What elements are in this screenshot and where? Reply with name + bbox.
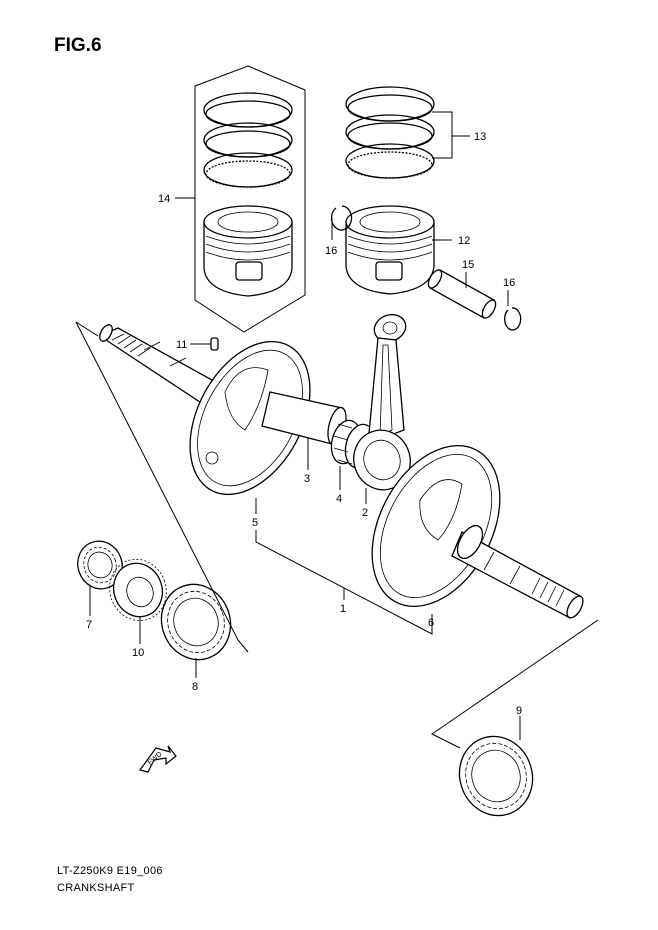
piston-12-grooves <box>347 235 433 261</box>
group-bracket-14 <box>194 65 306 333</box>
piston-12-pin-boss <box>375 261 403 281</box>
figure-code: LT-Z250K9 E19_006 <box>57 865 163 877</box>
right-shaft-threads <box>531 577 565 607</box>
piston-ring-13a-inner <box>347 94 433 122</box>
piston-ring-grooves <box>205 235 291 261</box>
left-shaft-end <box>99 324 113 342</box>
piston-ring-13a <box>345 86 435 122</box>
piston-ring-second-inner <box>205 130 291 158</box>
callout-10: 10 <box>132 647 144 659</box>
callout-15: 15 <box>462 259 474 271</box>
piston-body <box>203 221 293 297</box>
callout-labels: 1 2 3 4 5 6 7 8 9 10 11 12 13 14 15 16 1… <box>86 131 522 717</box>
callout-13: 13 <box>474 131 486 143</box>
callout-8: 8 <box>192 681 198 693</box>
callout-9: 9 <box>516 705 522 717</box>
bearing-8 <box>160 583 232 661</box>
crank-web-left <box>189 340 311 496</box>
bearing-7 <box>77 540 123 590</box>
piston-pin-boss <box>235 261 263 281</box>
callout-4: 4 <box>336 493 342 505</box>
piston-pin <box>427 269 497 319</box>
piston-crown-dish <box>217 211 279 233</box>
left-shaft-splines <box>111 333 151 357</box>
callout-5: 5 <box>252 517 258 529</box>
conrod-beam-channel <box>379 344 393 437</box>
bearing-9 <box>458 735 534 817</box>
leader-lines <box>75 111 599 749</box>
crankshaft-left-half <box>98 324 347 496</box>
piston-ring-13c-expander <box>347 151 433 179</box>
crankshaft-right-half <box>371 444 584 619</box>
piston-12-crown-dish <box>359 211 421 233</box>
connecting-rod <box>353 313 411 491</box>
crank-web-right-counterweight <box>419 479 463 541</box>
callout-16-right: 16 <box>503 277 515 289</box>
piston-12-body <box>345 221 435 295</box>
callout-3: 3 <box>304 473 310 485</box>
circlip-right <box>503 307 522 331</box>
oil-ring-expander <box>205 160 291 188</box>
piston-ring-top-inner <box>205 100 291 128</box>
figure-title: FIG.6 <box>54 35 102 56</box>
timing-gear-10 <box>109 558 167 622</box>
woodruff-key <box>210 337 219 351</box>
conrod-big-end-bore <box>363 439 401 481</box>
right-shaft-steps <box>483 551 521 585</box>
piston-ring-second <box>203 122 293 158</box>
callout-7: 7 <box>86 619 92 631</box>
crank-web-left-rim <box>197 349 303 487</box>
left-shaft-steps <box>143 341 187 367</box>
piston-assembly-left <box>194 65 306 333</box>
right-shaft-gear <box>456 524 484 560</box>
circlip-left <box>330 205 353 231</box>
piston-ring-13b-inner <box>347 122 433 150</box>
piston-assembly-right <box>330 86 522 331</box>
callout-1: 1 <box>340 603 346 615</box>
crank-web-left-counterweight <box>224 367 269 431</box>
conrod-big-end <box>353 429 411 491</box>
piston-12-crown <box>345 205 435 239</box>
callout-6: 6 <box>428 617 434 629</box>
right-shaft-end <box>566 595 584 619</box>
figure-name: CRANKSHAFT <box>57 882 135 894</box>
callout-11: 11 <box>176 339 187 351</box>
piston-crown <box>203 205 293 239</box>
conrod-beam <box>367 337 405 445</box>
crank-web-left-hole <box>205 451 219 465</box>
piston-ring-top <box>203 92 293 128</box>
callout-12: 12 <box>458 235 470 247</box>
callout-2: 2 <box>362 507 368 519</box>
callout-16-left: 16 <box>325 245 337 257</box>
oil-ring <box>203 152 293 188</box>
conrod-small-end-bore <box>382 321 398 335</box>
callout-14: 14 <box>158 193 170 205</box>
forward-direction-marker: FWD <box>138 745 177 773</box>
